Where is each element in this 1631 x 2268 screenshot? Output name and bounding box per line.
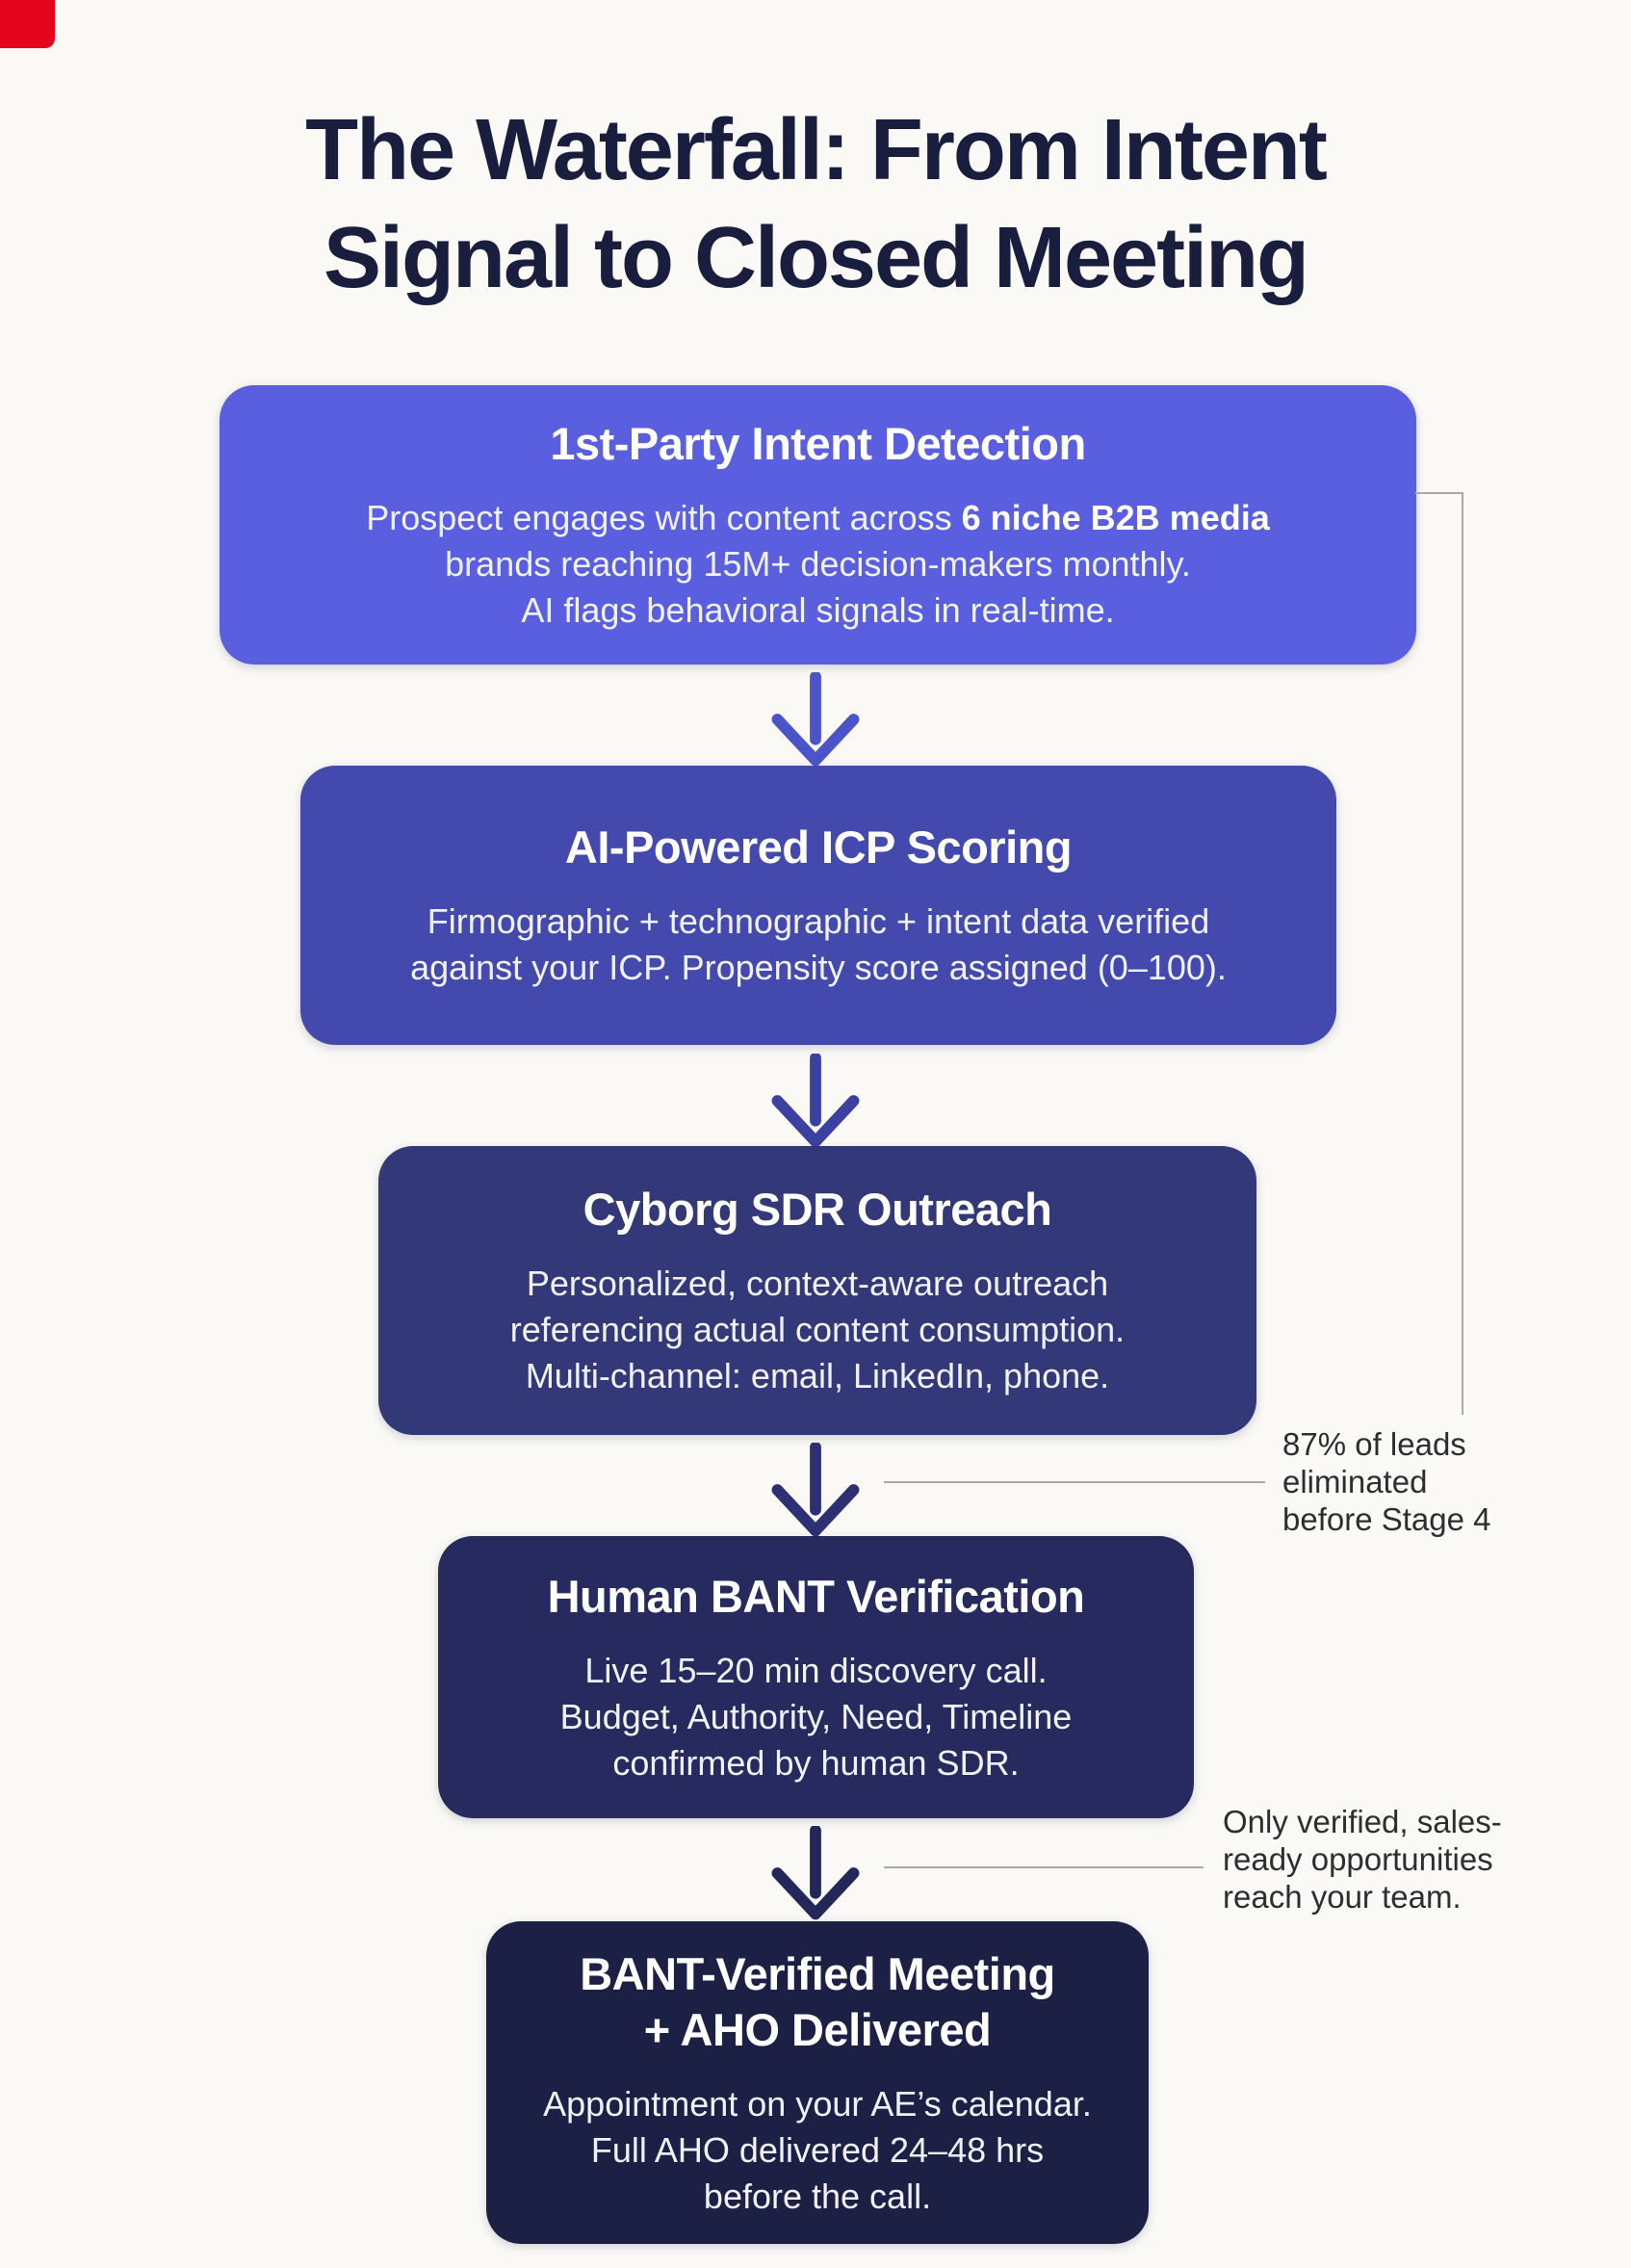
stage-5-title-line-1: BANT-Verified Meeting [580, 1947, 1055, 1999]
stage-3-line-2: referencing actual content consumption. [509, 1310, 1126, 1349]
annotation-1-line-3: before Stage 4 [1282, 1501, 1491, 1537]
stage-5-line-3: before the call. [703, 2176, 932, 2216]
stage-5-line-2: Full AHO delivered 24–48 hrs [590, 2129, 1045, 2170]
stage-2-line-2: against your ICP. Propensity score assig… [410, 948, 1227, 987]
page-title-line-1: The Waterfall: From Intent [305, 102, 1328, 198]
connector-line-from-stage-1 [1415, 492, 1463, 494]
stage-4-description: Live 15–20 min discovery call. Budget, A… [560, 1648, 1073, 1786]
down-arrow-icon [761, 1826, 870, 1920]
stage-3-line-3: Multi-channel: email, LinkedIn, phone. [525, 1356, 1110, 1395]
stage-1-line-1-regular: Prospect engages with content across [366, 498, 962, 537]
page-title: The Waterfall: From Intent Signal to Clo… [0, 96, 1631, 312]
annotation-2-line-2: ready opportunities [1223, 1841, 1493, 1877]
annotation-2-line-1: Only verified, sales- [1223, 1804, 1502, 1839]
down-arrow-icon [761, 1443, 870, 1537]
stage-5-title-line-2: + AHO Delivered [643, 2003, 992, 2055]
stage-4-title: Human BANT Verification [547, 1570, 1085, 1622]
stage-4-line-2: Budget, Authority, Need, Timeline [559, 1696, 1073, 1736]
down-arrow-icon [761, 672, 870, 767]
stage-3-line-1: Personalized, context-aware outreach [526, 1264, 1109, 1303]
connector-line-to-annotation-1 [884, 1481, 1265, 1483]
stage-box-meeting-delivered: BANT-Verified Meeting + AHO Delivered Ap… [486, 1921, 1149, 2244]
stage-4-line-3: confirmed by human SDR. [612, 1742, 1020, 1783]
stage-5-line-1: Appointment on your AE’s calendar. [543, 2083, 1092, 2124]
stage-box-cyborg-sdr-outreach: Cyborg SDR Outreach Personalized, contex… [378, 1146, 1256, 1435]
stage-2-title: AI-Powered ICP Scoring [564, 821, 1073, 873]
stage-1-line-2: brands reaching 15M+ decision-makers mon… [445, 544, 1191, 584]
stage-1-line-1-bold: 6 niche B2B media [961, 498, 1270, 537]
stage-1-line-3: AI flags behavioral signals in real-time… [521, 590, 1115, 630]
stage-3-description: Personalized, context-aware outreach ref… [510, 1261, 1125, 1399]
stage-box-intent-detection: 1st-Party Intent Detection Prospect enga… [220, 385, 1416, 665]
stage-1-line-1: Prospect engages with content across 6 n… [366, 495, 1269, 541]
stage-box-bant-verification: Human BANT Verification Live 15–20 min d… [438, 1536, 1194, 1818]
down-arrow-icon [761, 1054, 870, 1148]
annotation-1-line-2: eliminated [1282, 1464, 1428, 1499]
stage-5-title: BANT-Verified Meeting + AHO Delivered [580, 1946, 1055, 2058]
stage-4-line-1: Live 15–20 min discovery call. [584, 1650, 1048, 1690]
stage-box-icp-scoring: AI-Powered ICP Scoring Firmographic + te… [300, 766, 1336, 1045]
stage-2-description: Firmographic + technographic + intent da… [410, 899, 1227, 991]
stage-3-title: Cyborg SDR Outreach [582, 1184, 1052, 1235]
connector-line-vertical [1462, 492, 1463, 1415]
annotation-2-line-3: reach your team. [1223, 1879, 1462, 1915]
stage-2-line-1: Firmographic + technographic + intent da… [427, 901, 1210, 941]
corner-red-mark [0, 0, 55, 48]
stage-1-description: Prospect engages with content across 6 n… [366, 495, 1269, 634]
annotation-verified-opportunities: Only verified, sales- ready opportunitie… [1223, 1803, 1540, 1916]
stage-5-description: Appointment on your AE’s calendar. Full … [543, 2081, 1092, 2220]
annotation-1-line-1: 87% of leads [1282, 1426, 1466, 1462]
page-title-line-2: Signal to Closed Meeting [323, 210, 1309, 306]
connector-line-to-annotation-2 [884, 1866, 1204, 1868]
annotation-leads-eliminated: 87% of leads eliminated before Stage 4 [1282, 1425, 1552, 1538]
stage-1-title: 1st-Party Intent Detection [550, 418, 1086, 469]
